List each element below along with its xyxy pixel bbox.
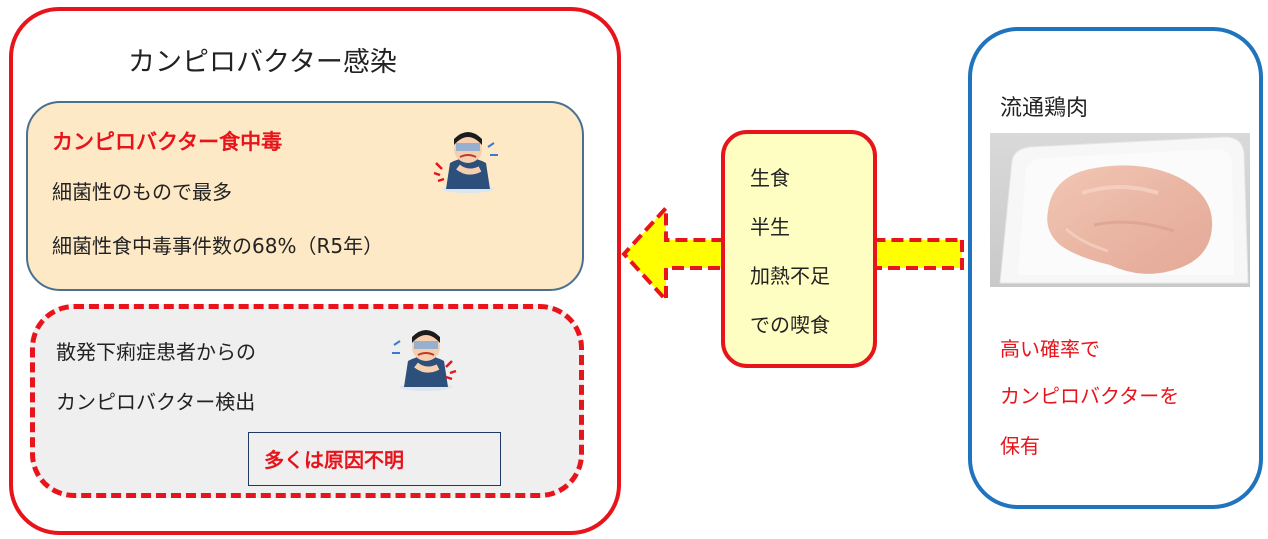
sporadic-line-1: 散発下痢症患者からの: [56, 340, 256, 364]
consumption-line-2: 半生: [750, 215, 790, 239]
chicken-line-2: カンピロバクターを: [1000, 384, 1180, 408]
consumption-box: [721, 130, 877, 368]
chicken-meat-photo: [990, 133, 1250, 287]
consumption-line-4: での喫食: [750, 313, 830, 337]
unknown-cause-box: [248, 432, 501, 486]
sick-person-icon: [433, 132, 498, 193]
food-poisoning-box: [26, 101, 584, 291]
chicken-line-3: 保有: [1000, 434, 1040, 458]
infection-title: カンピロバクター感染: [128, 47, 397, 78]
food-poisoning-heading: カンピロバクター食中毒: [52, 130, 283, 154]
unknown-cause-label: 多くは原因不明: [264, 448, 404, 472]
food-poisoning-line-1: 細菌性のもので最多: [52, 180, 232, 204]
consumption-line-1: 生食: [750, 166, 790, 190]
consumption-line-3: 加熱不足: [750, 264, 830, 288]
sporadic-line-2: カンピロバクター検出: [56, 390, 256, 414]
sick-person-icon: [392, 330, 457, 391]
chicken-line-1: 高い確率で: [1000, 337, 1100, 361]
chicken-title: 流通鶏肉: [1000, 96, 1089, 121]
food-poisoning-line-2: 細菌性食中毒事件数の68%（R5年）: [52, 234, 384, 258]
